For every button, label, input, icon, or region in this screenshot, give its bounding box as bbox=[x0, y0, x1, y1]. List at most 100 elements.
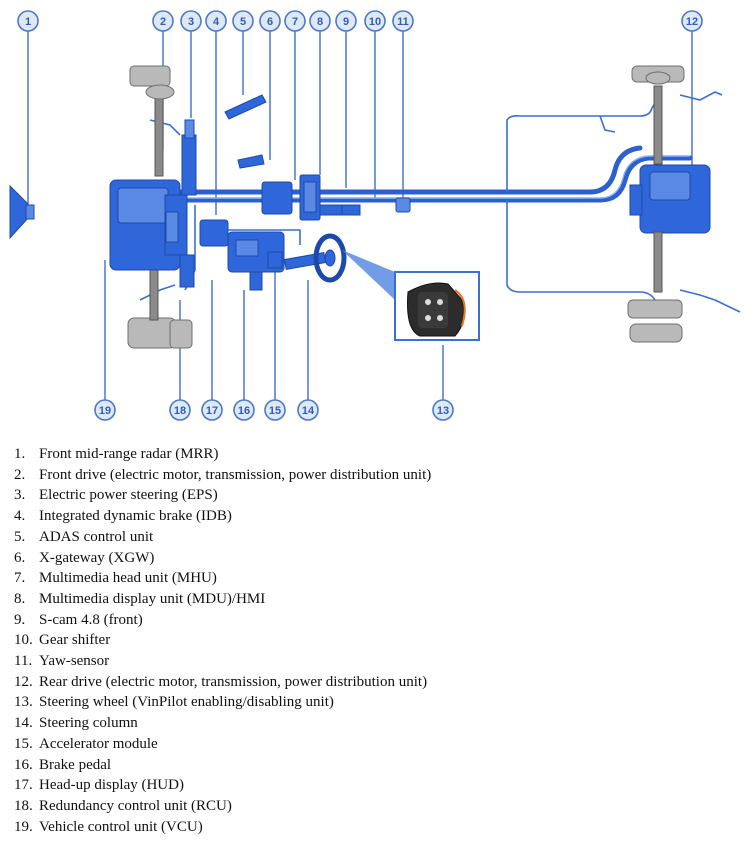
svg-text:18: 18 bbox=[174, 405, 186, 417]
callout-1: 1 bbox=[17, 10, 39, 32]
legend-text: Front drive (electric motor, transmissio… bbox=[39, 466, 432, 483]
svg-text:3: 3 bbox=[188, 16, 194, 28]
mhu-unit bbox=[261, 181, 293, 215]
legend-number: 7. bbox=[14, 570, 26, 587]
legend-text: Gear shifter bbox=[39, 632, 111, 649]
legend-item: 8.Multimedia display unit (MDU)/HMI bbox=[14, 589, 431, 610]
legend-number: 1. bbox=[14, 446, 26, 462]
callout-11: 11 bbox=[392, 10, 414, 32]
legend-item: 6.X-gateway (XGW) bbox=[14, 548, 431, 569]
legend-item: 3. Electric power steering (EPS) bbox=[14, 485, 431, 506]
legend-number: 18. bbox=[14, 797, 33, 814]
adas-control-unit bbox=[224, 94, 267, 120]
legend-text: Electric power steering (EPS) bbox=[39, 487, 218, 504]
svg-text:16: 16 bbox=[238, 405, 250, 417]
callout-16: 16 bbox=[233, 399, 255, 421]
legend-text: Rear drive (electric motor, transmission… bbox=[39, 673, 428, 690]
legend-text: S-cam 4.8 (front) bbox=[39, 611, 143, 628]
svg-text:8: 8 bbox=[317, 16, 323, 28]
legend-item: 10. Gear shifter bbox=[14, 630, 431, 651]
legend-text: Accelerator module bbox=[39, 735, 158, 752]
legend-text: Front mid-range radar (MRR) bbox=[39, 446, 219, 462]
legend-item: 5. ADAS control unit bbox=[14, 527, 431, 548]
legend-text: Head-up display (HUD) bbox=[39, 777, 184, 794]
svg-text:11: 11 bbox=[397, 16, 409, 28]
svg-text:13: 13 bbox=[437, 405, 449, 417]
legend-number: 16. bbox=[14, 756, 33, 773]
accelerator-module-part bbox=[267, 251, 283, 269]
legend-item: 16. Brake pedal bbox=[14, 755, 431, 776]
callout-15: 15 bbox=[264, 399, 286, 421]
legend-text: Vehicle control unit (VCU) bbox=[39, 818, 203, 835]
callout-2: 2 bbox=[152, 10, 174, 32]
legend-text: Yaw-sensor bbox=[39, 653, 110, 670]
leader-lines bbox=[27, 31, 693, 400]
legend-item: 4. Integrated dynamic brake (IDB) bbox=[14, 506, 431, 527]
legend-text: Multimedia head unit (MHU) bbox=[39, 570, 217, 587]
svg-text:4: 4 bbox=[213, 16, 220, 28]
rear-suspension bbox=[627, 65, 685, 343]
legend-text: Brake pedal bbox=[39, 756, 112, 773]
legend-number: 9. bbox=[14, 611, 26, 628]
svg-text:6: 6 bbox=[267, 16, 273, 28]
legend-text: ADAS control unit bbox=[39, 528, 154, 545]
callout-17: 17 bbox=[201, 399, 223, 421]
callout-13: 13 bbox=[432, 399, 454, 421]
callout-10: 10 bbox=[364, 10, 386, 32]
svg-text:2: 2 bbox=[160, 16, 166, 28]
legend-number: 17. bbox=[14, 777, 33, 794]
legend-number: 10. bbox=[14, 632, 33, 649]
legend-item: 9. S-cam 4.8 (front) bbox=[14, 610, 431, 631]
svg-text:1: 1 bbox=[25, 16, 31, 28]
legend-number: 19. bbox=[14, 818, 33, 835]
svg-text:12: 12 bbox=[686, 16, 698, 28]
legend-item: 17. Head-up display (HUD) bbox=[14, 775, 431, 796]
svg-text:19: 19 bbox=[99, 405, 111, 417]
legend-text: Multimedia display unit (MDU)/HMI bbox=[39, 590, 266, 607]
legend-number: 3. bbox=[14, 487, 26, 504]
eps-unit bbox=[181, 119, 197, 196]
legend-number: 5. bbox=[14, 528, 26, 545]
callout-3: 3 bbox=[180, 10, 202, 32]
vcu-unit bbox=[165, 211, 179, 243]
legend-text: Integrated dynamic brake (IDB) bbox=[39, 508, 232, 525]
callout-7: 7 bbox=[284, 10, 306, 32]
legend-text: Redundancy control unit (RCU) bbox=[39, 797, 232, 814]
legend-number: 12. bbox=[14, 673, 33, 690]
callout-8: 8 bbox=[309, 10, 331, 32]
svg-text:15: 15 bbox=[269, 405, 281, 417]
legend-item: 1. Front mid-range radar (MRR) bbox=[14, 444, 431, 465]
rcu-unit bbox=[179, 254, 195, 288]
legend-item: 2. Front drive (electric motor, transmiss… bbox=[14, 465, 431, 486]
legend-number: 13. bbox=[14, 694, 33, 711]
callout-6: 6 bbox=[259, 10, 281, 32]
legend-item: 7. Multimedia head unit (MHU) bbox=[14, 568, 431, 589]
legend-item: 19. Vehicle control unit (VCU) bbox=[14, 817, 431, 838]
legend-text: Steering wheel (VinPilot enabling/disabl… bbox=[39, 694, 334, 711]
rear-drive-unit bbox=[629, 164, 711, 234]
svg-text:7: 7 bbox=[292, 16, 298, 28]
legend-item: 13. Steering wheel (VinPilot enabling/dis… bbox=[14, 692, 431, 713]
legend-number: 11. bbox=[14, 653, 33, 670]
legend-number: 4. bbox=[14, 508, 26, 525]
front-radar-part bbox=[9, 184, 35, 240]
legend-number: 15. bbox=[14, 735, 33, 752]
callout-5: 5 bbox=[232, 10, 254, 32]
brake-pedal-part bbox=[249, 271, 263, 291]
callout-18: 18 bbox=[169, 399, 191, 421]
idb-unit bbox=[199, 219, 229, 247]
steering-wheel bbox=[313, 233, 347, 283]
svg-text:17: 17 bbox=[206, 405, 218, 417]
vehicle-architecture-diagram: 1 2 3 4 5 6 7 8 9 10 11 12 13 14 15 16 1 bbox=[9, 10, 741, 421]
callout-12: 12 bbox=[681, 10, 703, 32]
callout-9: 9 bbox=[335, 10, 357, 32]
callout-4: 4 bbox=[205, 10, 227, 32]
legend-item: 11. Yaw-sensor bbox=[14, 651, 431, 672]
front-suspension bbox=[127, 65, 193, 349]
gear-shifter-part bbox=[341, 204, 361, 216]
legend-item: 15. Accelerator module bbox=[14, 734, 431, 755]
callout-14: 14 bbox=[297, 399, 319, 421]
legend-item: 14.Steering column bbox=[14, 713, 431, 734]
legend-number: 14. bbox=[14, 715, 33, 732]
legend-number: 2. bbox=[14, 466, 26, 483]
